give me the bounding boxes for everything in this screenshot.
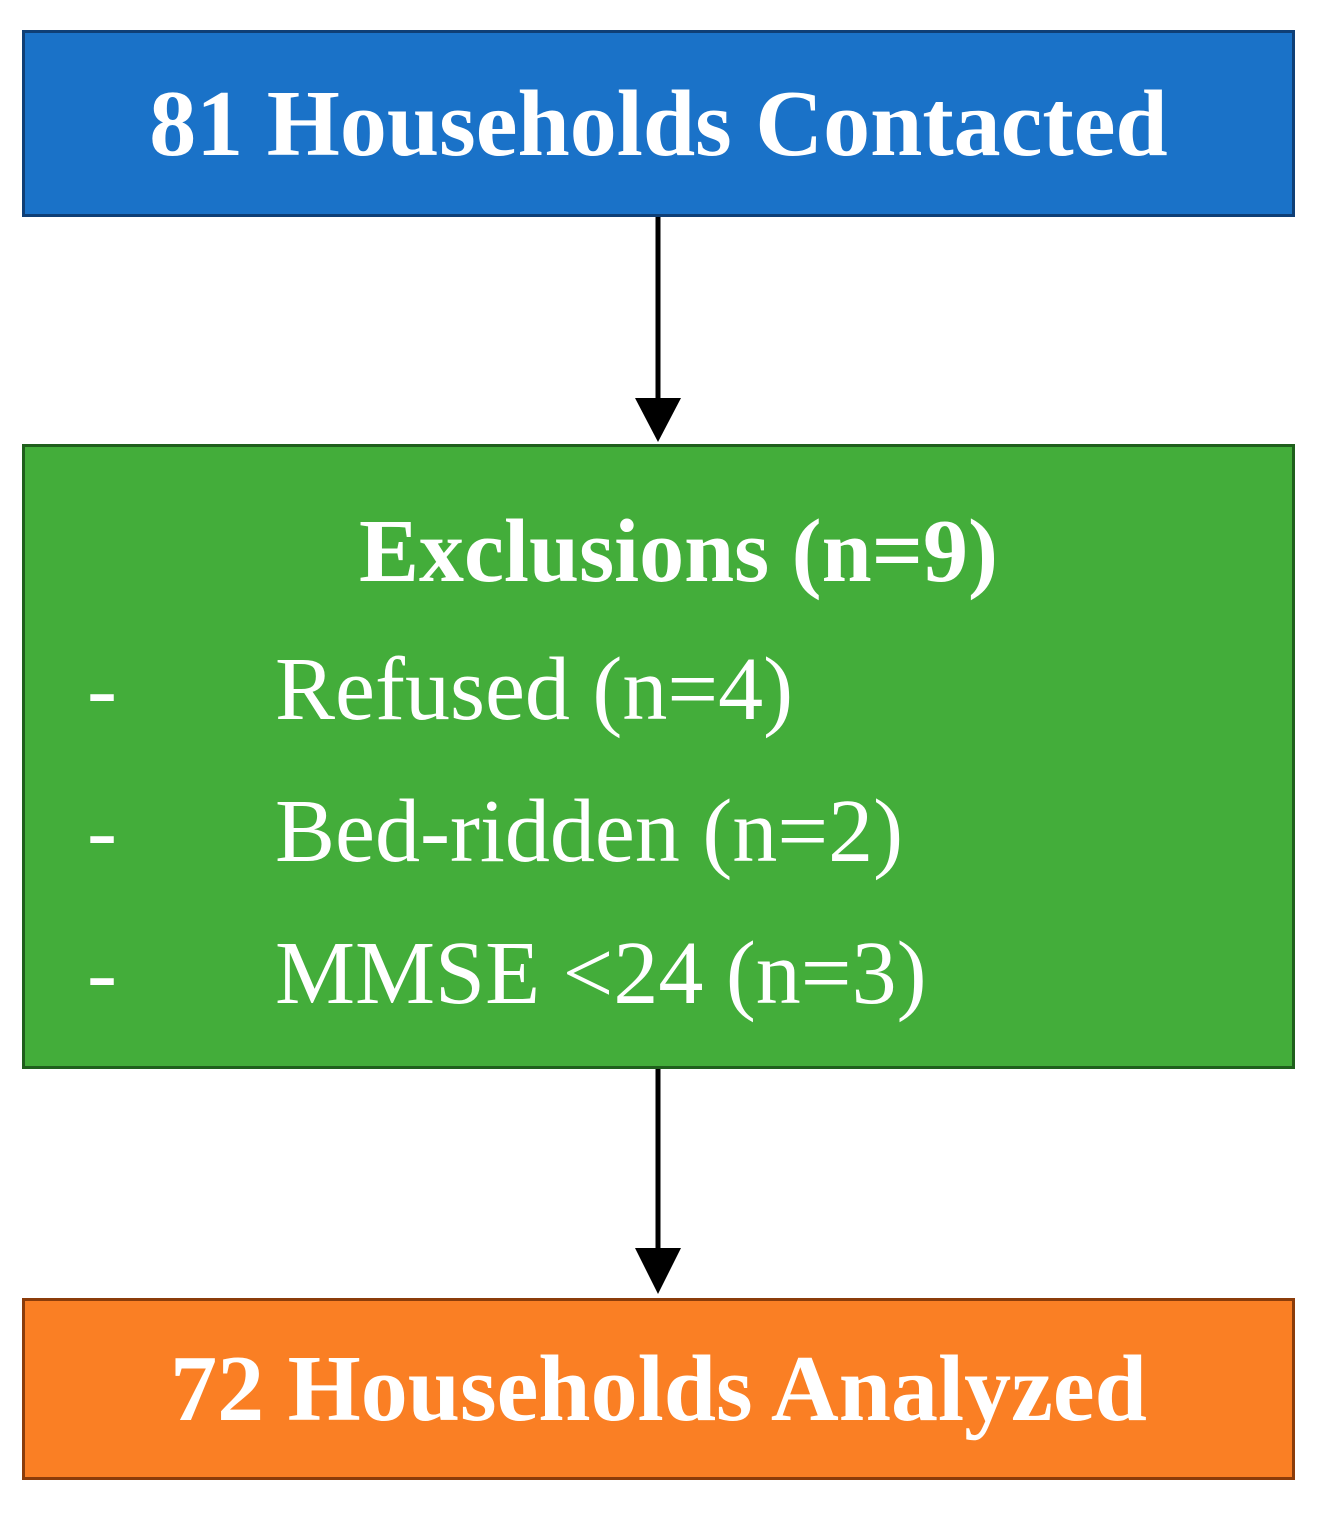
arrowhead-down-icon xyxy=(635,1248,681,1294)
exclusion-item-mmse: - MMSE <24 (n=3) xyxy=(25,929,1292,1029)
exclusion-label: Bed-ridden (n=2) xyxy=(275,782,904,881)
exclusion-label: Refused (n=4) xyxy=(275,640,794,739)
bullet-dash: - xyxy=(87,924,117,1023)
exclusion-label: MMSE <24 (n=3) xyxy=(275,924,927,1023)
exclusions-title: Exclusions (n=9) xyxy=(359,502,998,601)
exclusion-item-bed-ridden: - Bed-ridden (n=2) xyxy=(25,787,1292,887)
households-analyzed-label: 72 Households Analyzed xyxy=(170,1337,1147,1441)
bullet-dash: - xyxy=(87,782,117,881)
exclusions-box: Exclusions (n=9) - Refused (n=4) - Bed-r… xyxy=(22,444,1295,1069)
bullet-dash: - xyxy=(87,640,117,739)
households-contacted-box: 81 Households Contacted xyxy=(22,30,1295,217)
households-contacted-label: 81 Households Contacted xyxy=(149,71,1168,176)
arrowhead-down-icon xyxy=(635,398,681,442)
exclusion-item-refused: - Refused (n=4) xyxy=(25,645,1292,745)
households-analyzed-box: 72 Households Analyzed xyxy=(22,1298,1295,1480)
